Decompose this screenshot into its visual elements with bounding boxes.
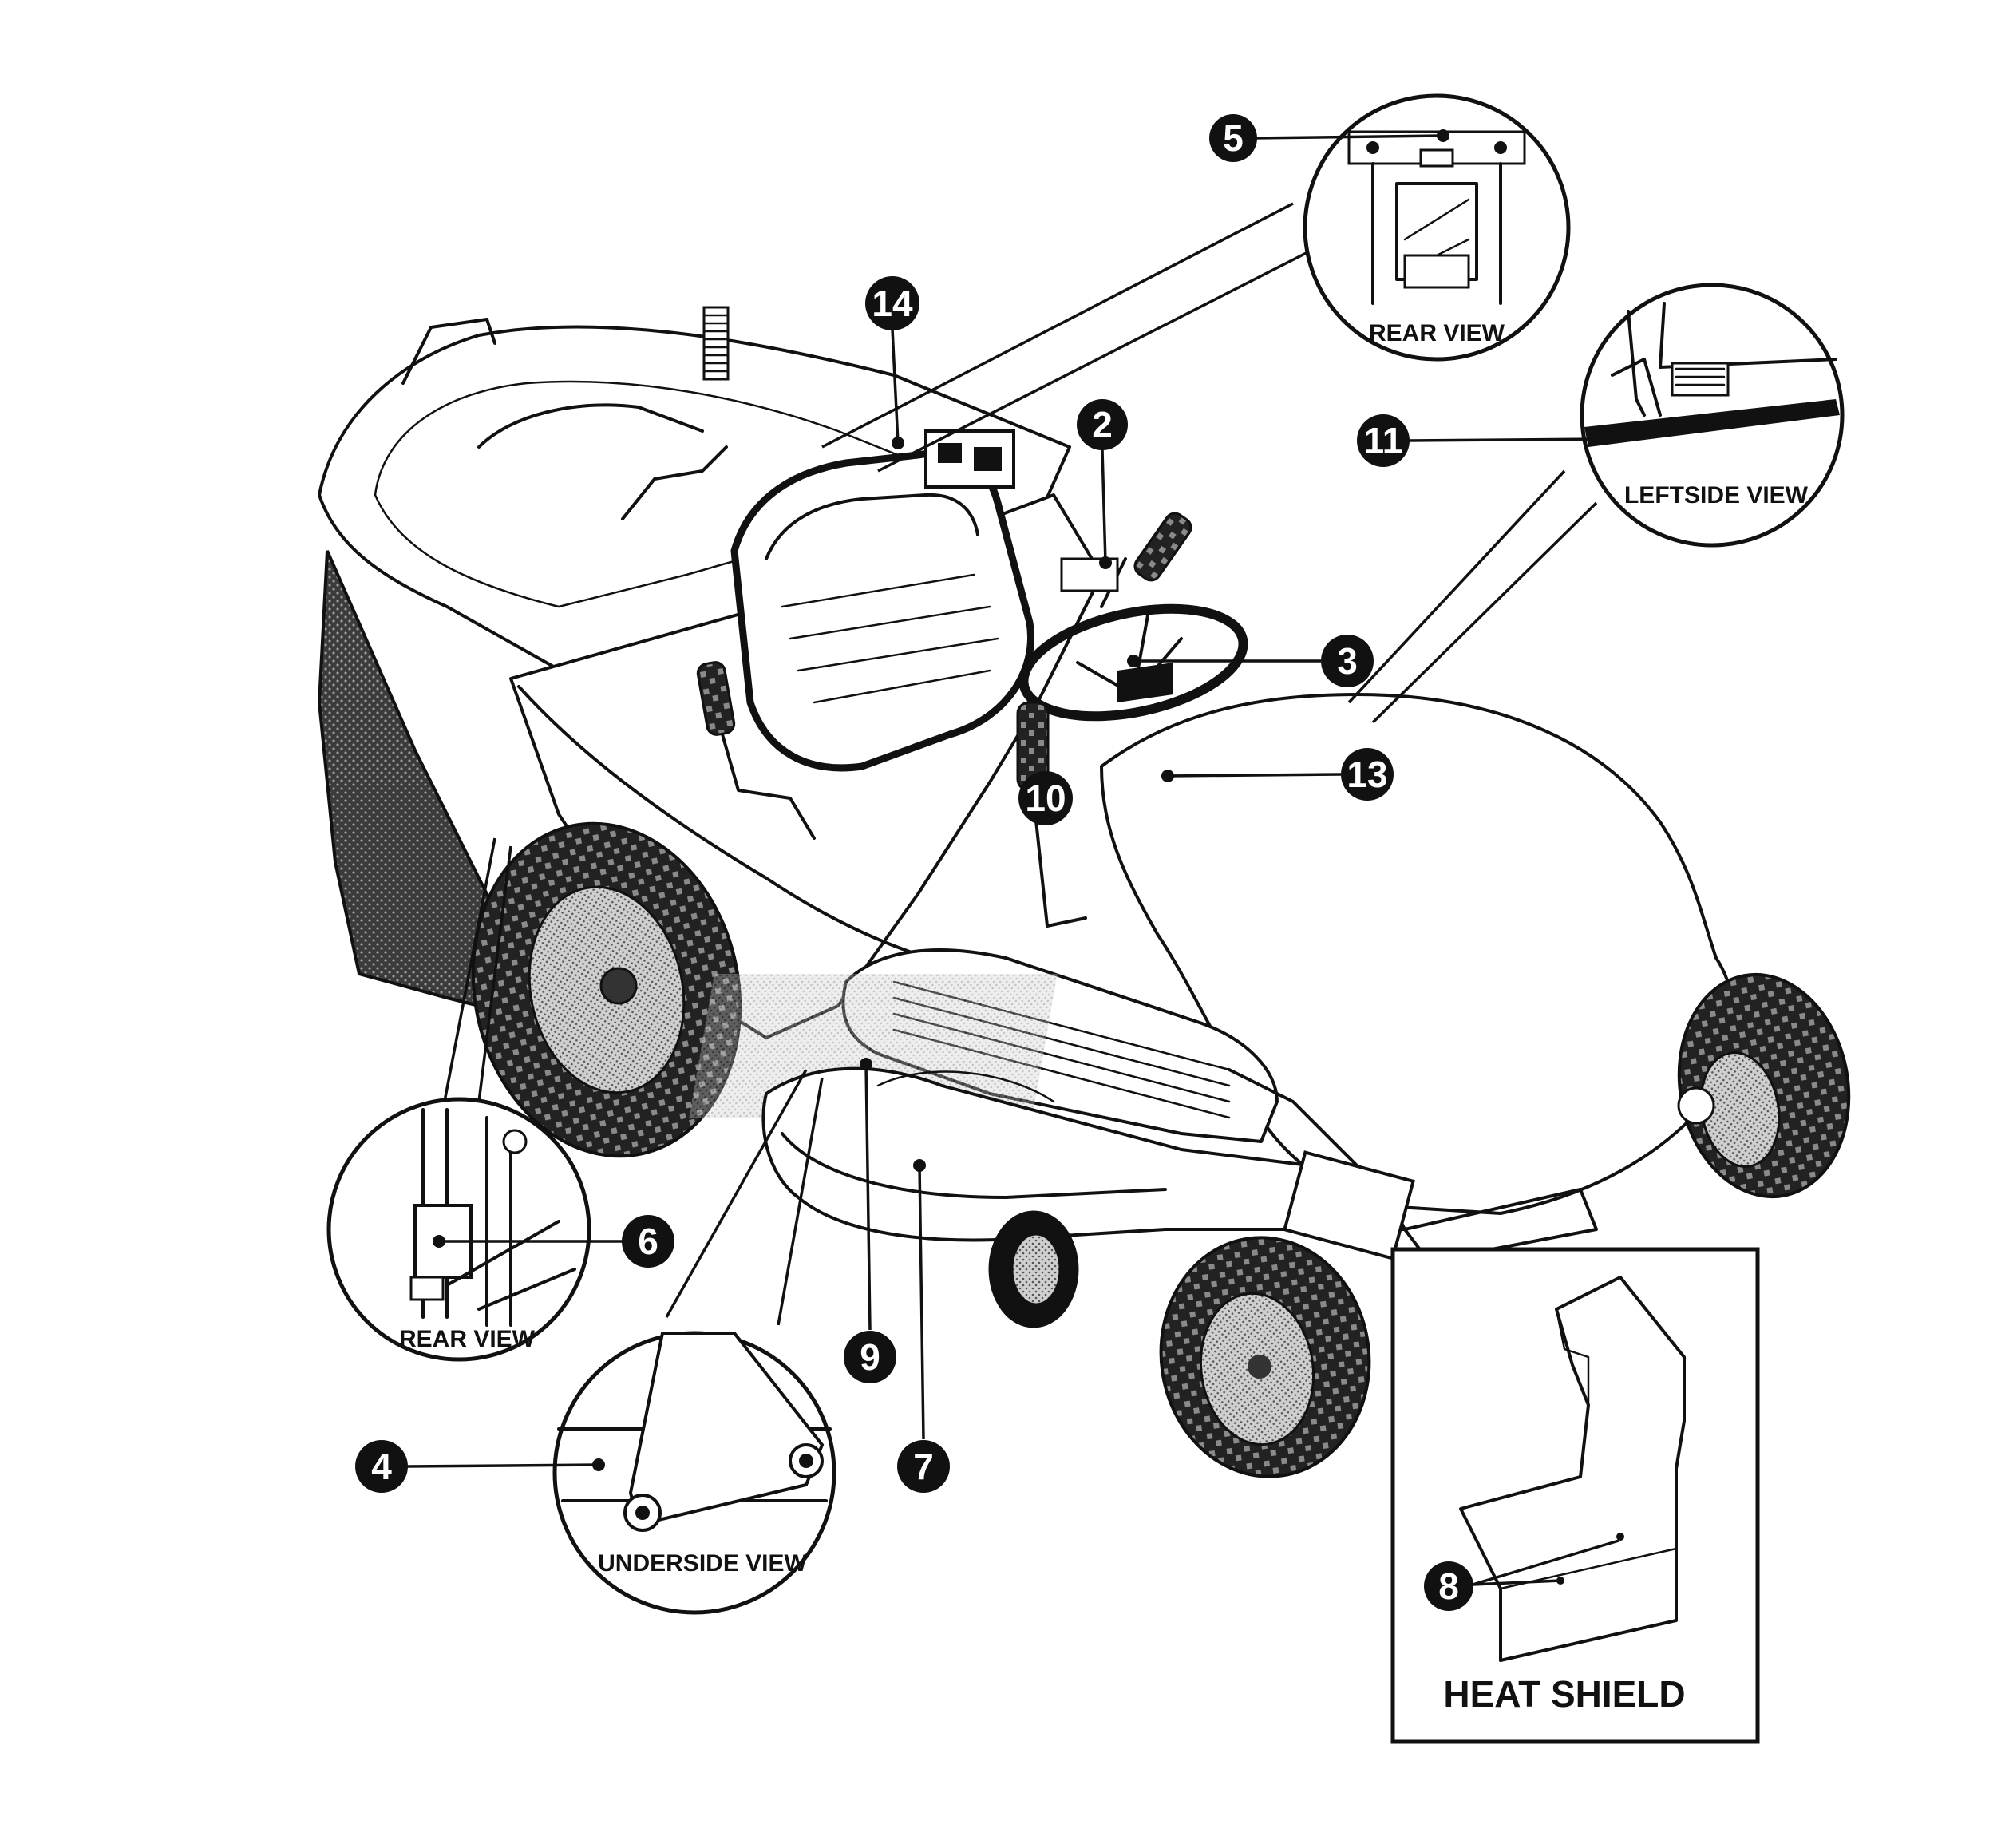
callout-7: 7 <box>897 1159 950 1493</box>
callout-13: 13 <box>1161 748 1394 801</box>
callout-11: 11 <box>1357 414 1607 467</box>
grass-bag <box>317 550 513 1008</box>
left-lever <box>696 661 816 840</box>
gauge-wheel <box>988 1210 1079 1328</box>
svg-text:14: 14 <box>872 283 913 324</box>
svg-text:5: 5 <box>1223 117 1244 159</box>
front-wheel-right <box>1677 972 1851 1199</box>
svg-text:13: 13 <box>1347 754 1387 795</box>
leftside-view-label: LEFTSIDE VIEW <box>1624 482 1809 508</box>
svg-text:10: 10 <box>1025 778 1066 819</box>
rear-view-left-label: REAR VIEW <box>399 1326 536 1352</box>
underside-view-inset: UNDERSIDE VIEW <box>552 1069 836 1615</box>
rear-view-left-inset: REAR VIEW <box>326 837 591 1362</box>
svg-text:4: 4 <box>371 1446 392 1487</box>
chute-spring <box>702 306 730 381</box>
mower-illustration <box>317 306 1851 1478</box>
front-wheel-left <box>1159 1236 1371 1478</box>
seat <box>730 449 1034 772</box>
rear-view-top-label: REAR VIEW <box>1369 320 1505 346</box>
svg-text:8: 8 <box>1438 1565 1459 1607</box>
svg-text:3: 3 <box>1337 640 1358 682</box>
svg-text:7: 7 <box>913 1446 934 1487</box>
steering-wheel <box>1018 603 1248 722</box>
svg-text:2: 2 <box>1092 404 1113 445</box>
svg-text:11: 11 <box>1364 420 1403 461</box>
heat-shield-label: HEAT SHIELD <box>1443 1673 1685 1715</box>
underside-view-label: UNDERSIDE VIEW <box>598 1550 807 1577</box>
callout-5: 5 <box>1209 114 1449 162</box>
rear-wheel <box>471 821 742 1158</box>
svg-text:9: 9 <box>860 1336 880 1378</box>
heat-shield-panel: HEAT SHIELD <box>1390 1247 1760 1744</box>
mower-deck <box>761 1066 1406 1242</box>
callout-3: 3 <box>1127 635 1374 687</box>
callout-14: 14 <box>865 276 919 449</box>
callout-2: 2 <box>1077 399 1128 569</box>
callout-4: 4 <box>355 1440 605 1493</box>
svg-text:6: 6 <box>638 1221 658 1262</box>
callout-10: 10 <box>1018 771 1073 825</box>
callout-6: 6 <box>433 1215 674 1268</box>
leftside-view-inset: LEFTSIDE VIEW <box>1347 283 1845 724</box>
lift-lever <box>1016 701 1087 928</box>
callout-9: 9 <box>844 1058 896 1383</box>
callout-8: 8 <box>1424 1539 1619 1611</box>
